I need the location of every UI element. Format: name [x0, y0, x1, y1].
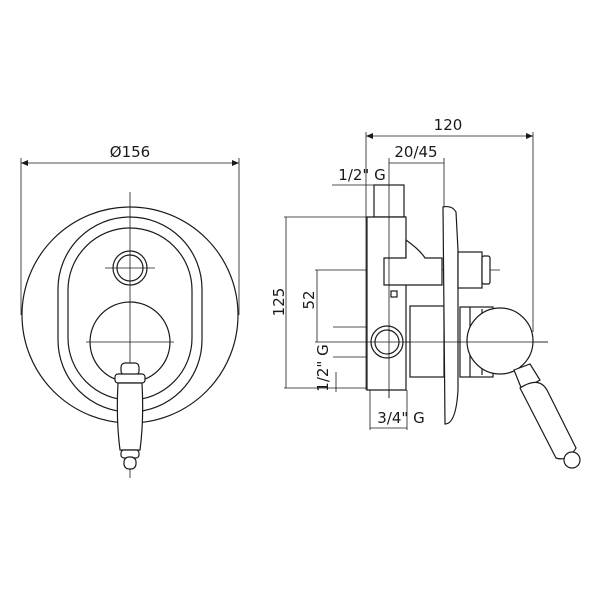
lever-handle-side [513, 363, 581, 469]
handle-dome [466, 307, 534, 375]
wall-range-label: 20/45 [394, 143, 437, 161]
wall-plate [442, 205, 459, 425]
side-view: 120 20/45 1/2" G 125 52 1/2" G [270, 116, 581, 469]
depth-label: 120 [434, 116, 463, 134]
lever-handle-front [114, 362, 146, 470]
front-view: Ø156 [20, 143, 240, 478]
cartridge-housing [409, 305, 445, 378]
side-outlet-label: 1/2" G [314, 344, 332, 391]
diverter-knob-side [457, 251, 483, 289]
valve-body [366, 216, 407, 391]
offset-label: 52 [300, 290, 318, 309]
diameter-label: Ø156 [110, 143, 150, 161]
bottom-inlet-label: 3/4" G [377, 409, 424, 427]
top-outlet-label: 1/2" G [338, 166, 385, 184]
bottom-inlet-extension-lines [369, 390, 408, 430]
diverter-stem [383, 238, 443, 286]
height-label: 125 [270, 288, 288, 317]
